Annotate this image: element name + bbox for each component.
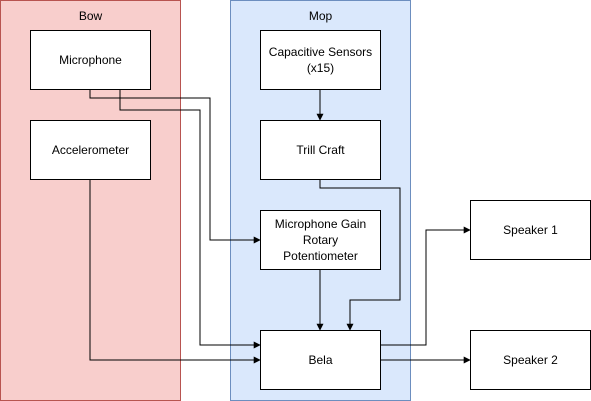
node-trill-craft-label: Trill Craft: [296, 143, 345, 157]
node-capacitive-sensors: Capacitive Sensors (x15): [260, 30, 381, 90]
edge-microphone-to-bela: [119, 90, 261, 349]
node-bela-label: Bela: [308, 353, 333, 367]
node-bela: Bela: [260, 330, 381, 390]
node-trill-craft: Trill Craft: [260, 120, 381, 180]
group-bow-title: Bow: [78, 9, 103, 23]
node-speaker-1-label: Speaker 1: [503, 223, 558, 237]
node-speaker-2-label: Speaker 2: [503, 353, 558, 367]
node-gain-pot-label: Microphone Gain Rotary Potentiometer: [274, 217, 367, 263]
node-microphone-gain-potentiometer: Microphone Gain Rotary Potentiometer: [260, 210, 381, 270]
node-capacitive-sensors-label: Capacitive Sensors (x15): [268, 45, 373, 75]
edge-accelerometer-to-bela: [89, 180, 261, 364]
node-accelerometer-label: Accelerometer: [51, 143, 130, 157]
edge-trill-craft-to-bela: [319, 180, 401, 331]
node-microphone-label: Microphone: [59, 53, 122, 67]
node-speaker-1: Speaker 1: [470, 200, 591, 260]
node-speaker-2: Speaker 2: [470, 330, 591, 390]
edge-bela-to-speaker1: [381, 226, 471, 346]
edge-microphone-to-gain-pot: [89, 90, 261, 244]
node-accelerometer: Accelerometer: [30, 120, 151, 180]
group-mop-title: Mop: [308, 9, 333, 23]
node-microphone: Microphone: [30, 30, 151, 90]
